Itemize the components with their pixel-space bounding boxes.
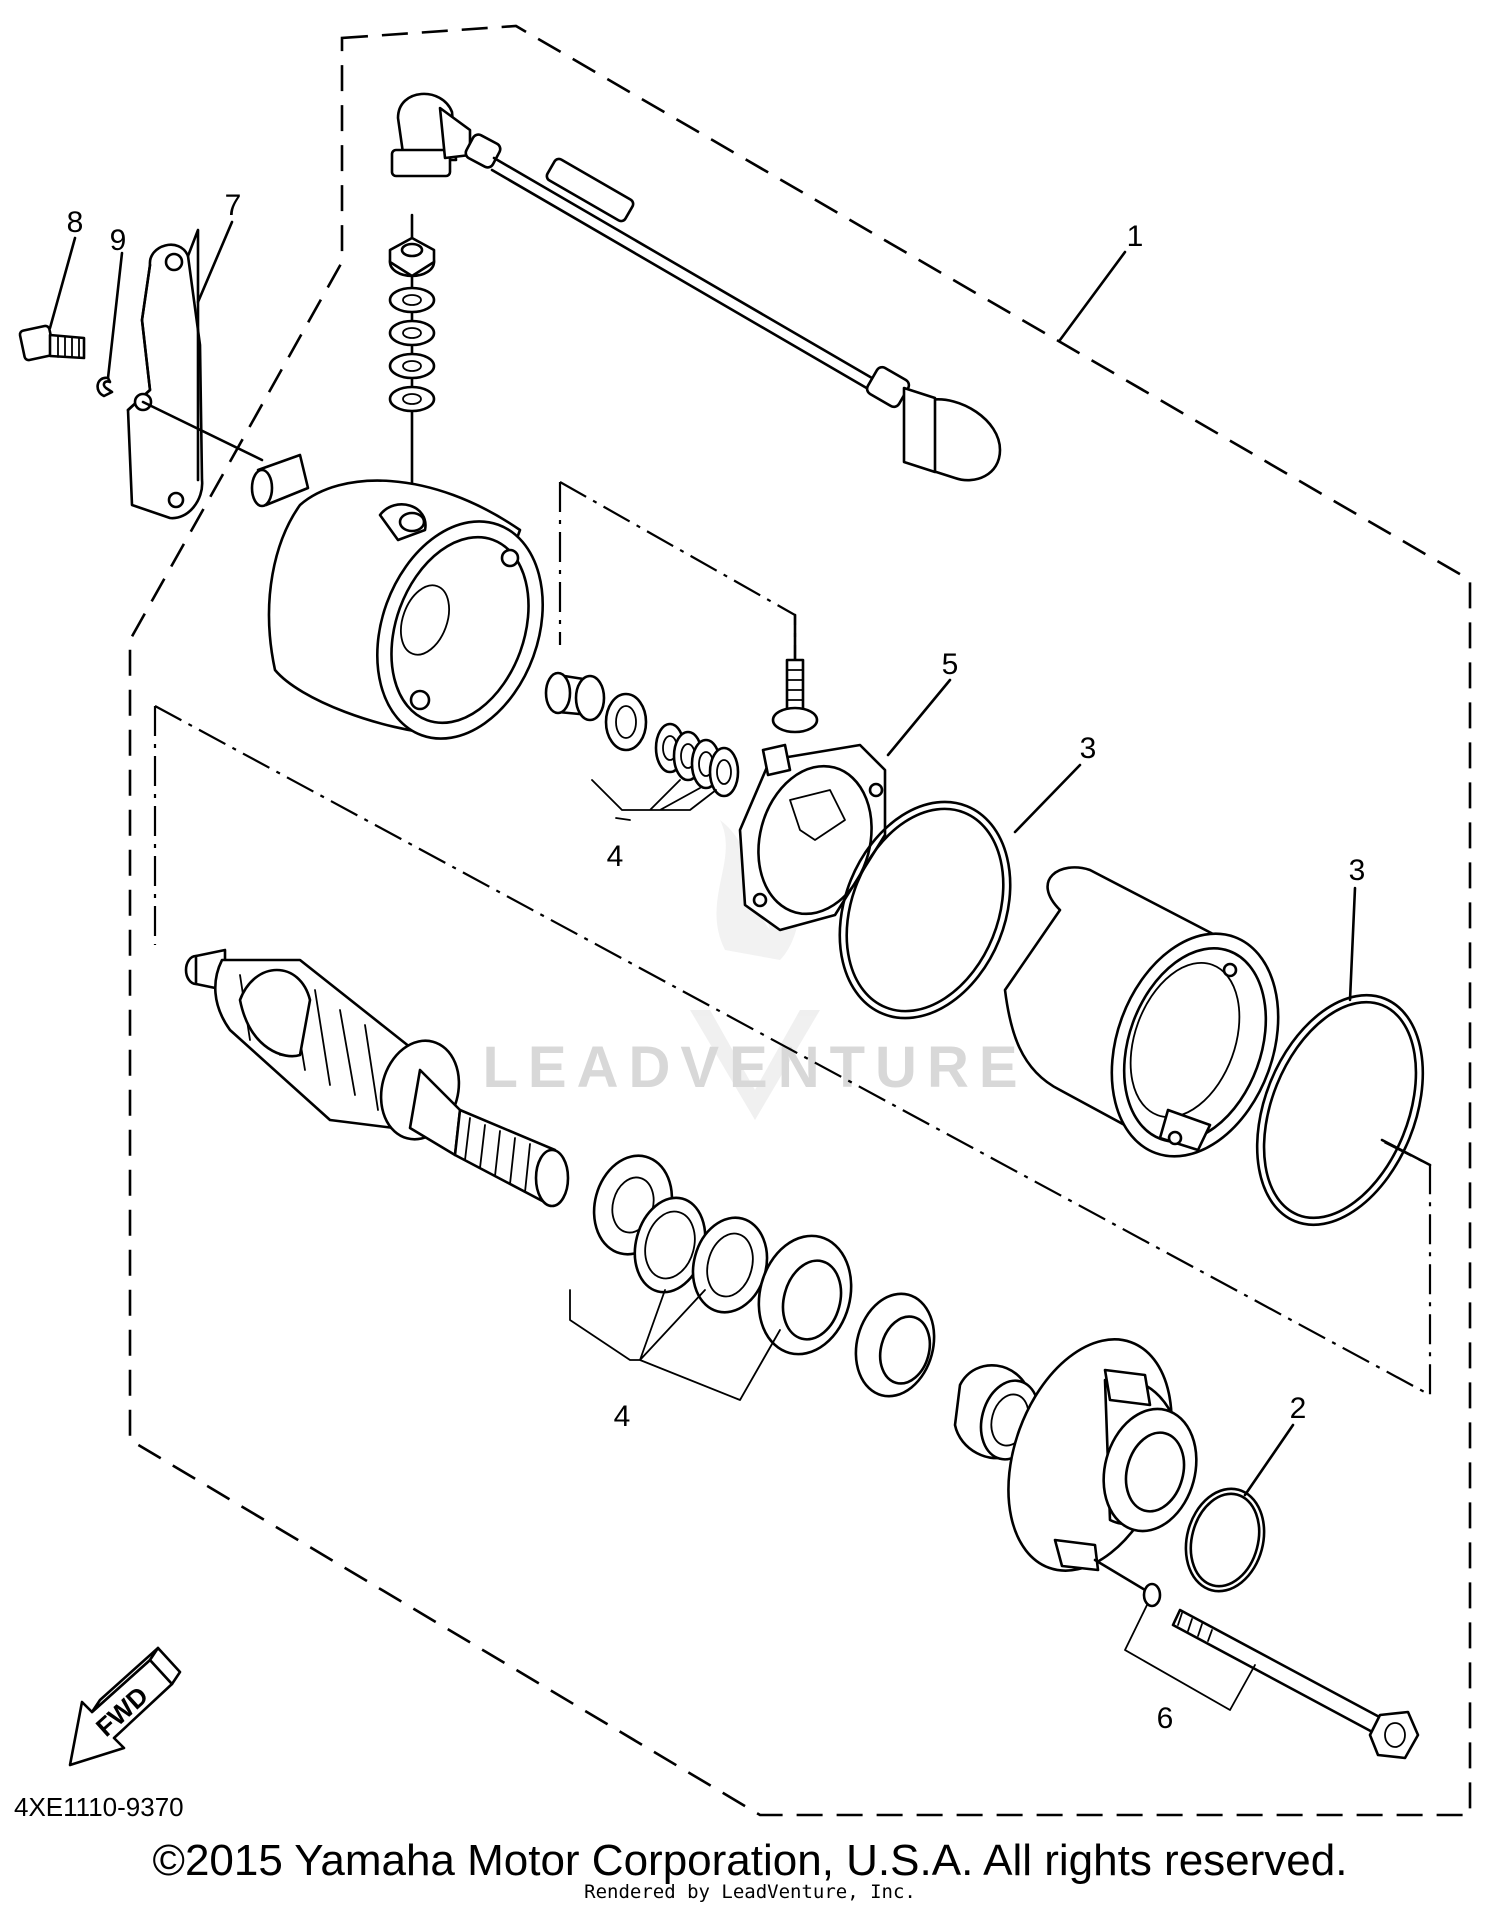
o-ring-cover (1184, 1487, 1266, 1593)
shim-set-upper (591, 692, 740, 821)
callout-5: 5 (942, 648, 959, 681)
callout-3-upper: 3 (1080, 732, 1097, 765)
leader-lines (48, 220, 1357, 1711)
o-ring-front (838, 800, 1012, 1020)
callout-2: 2 (1290, 1392, 1307, 1425)
bushing (544, 671, 606, 722)
rear-cover-housing (250, 453, 545, 740)
fwd-arrow (68, 1646, 182, 1767)
terminal-bolt (771, 613, 819, 734)
o-ring-rear (1255, 993, 1432, 1227)
callout-1: 1 (1127, 220, 1144, 253)
oil-seal (854, 1292, 936, 1398)
assembly-boundary (128, 24, 1472, 1817)
copyright-notice: ©2015 Yamaha Motor Corporation, U.S.A. A… (153, 1836, 1348, 1885)
watermark-text: LEADVENTURE (482, 1035, 1027, 1100)
bracket-bolt (18, 324, 86, 362)
armature (184, 948, 570, 1208)
callout-8: 8 (67, 206, 84, 239)
brush-holder-plate (738, 743, 887, 932)
callout-7: 7 (225, 189, 242, 222)
motor-yoke (1003, 866, 1280, 1158)
through-bolt (1171, 1608, 1420, 1760)
small-o-ring (1142, 1582, 1162, 1608)
callout-3-right: 3 (1349, 854, 1366, 887)
circlip (96, 376, 114, 398)
front-cover (1007, 1338, 1198, 1592)
part-code: 4XE1110-9370 (14, 1792, 184, 1822)
shim-set-lower (569, 1154, 853, 1401)
lead-wire (390, 92, 1002, 482)
callout-6: 6 (1157, 1702, 1174, 1735)
terminal-nut-washers (388, 213, 436, 522)
callout-4-upper: 4 (607, 840, 624, 873)
rendered-by-note: Rendered by LeadVenture, Inc. (584, 1881, 916, 1903)
alignment-chain-upper (558, 481, 797, 660)
callout-9: 9 (110, 224, 127, 257)
mounting-bracket (126, 228, 264, 520)
callout-4-lower: 4 (614, 1400, 631, 1433)
